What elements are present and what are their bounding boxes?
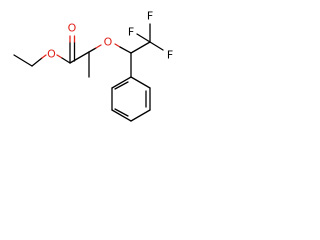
- bond-ring-1: [130, 76, 151, 89]
- atom-ether-oxygen: O: [104, 36, 113, 49]
- bond-ring-4: [111, 109, 132, 122]
- bond-ring-inner-3: [114, 81, 129, 90]
- bond-ester-o-carbonyl-c: [61, 57, 71, 64]
- bond-alpha-ether-o-red: [95, 44, 102, 49]
- bond-ch-cf3: [130, 41, 151, 54]
- atom-fluorine-left: F: [128, 26, 134, 39]
- bond-cf3-f-left: [136, 33, 151, 43]
- bond-ring-inner-2: [114, 108, 129, 117]
- bond-alpha-ether-o: [88, 47, 97, 53]
- bond-carbonyl-alpha: [69, 51, 90, 64]
- bond-ring-3: [130, 109, 151, 122]
- bond-ester-o-ethyl: [41, 54, 47, 59]
- bond-ethyl-ch3-ch2: [13, 54, 33, 67]
- bond-ester-o-carbonyl-c-red: [56, 54, 63, 59]
- structure-canvas: O O O F F F: [13, 10, 173, 122]
- atom-fluorine-top: F: [147, 10, 153, 23]
- bond-ether-o-ch-red: [114, 43, 121, 48]
- atom-ester-oxygen: O: [47, 48, 56, 61]
- bond-ring-6: [111, 76, 132, 89]
- atom-carbonyl-oxygen: O: [68, 22, 77, 35]
- bond-cf3-f-right: [149, 41, 164, 51]
- bond-ether-o-ch: [119, 46, 132, 54]
- atom-fluorine-right: F: [167, 49, 173, 62]
- bond-ethyl-ch2-o: [31, 57, 43, 67]
